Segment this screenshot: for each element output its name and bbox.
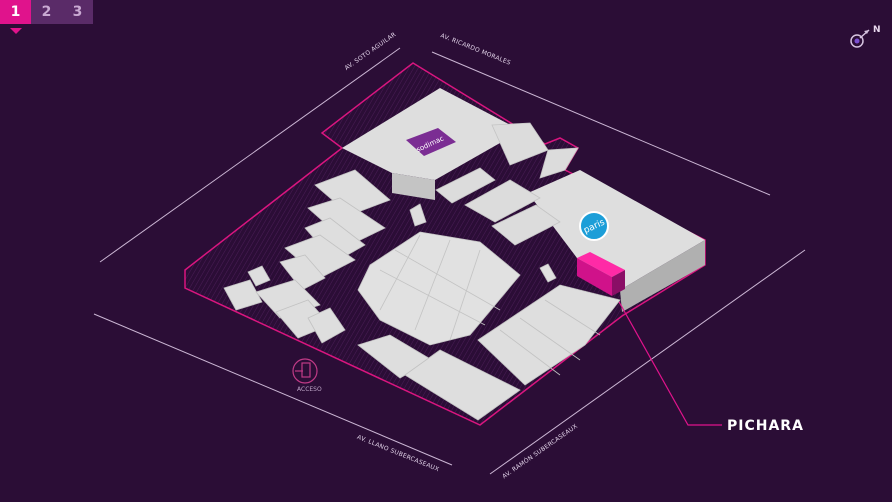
west-store-blocks	[223, 169, 427, 344]
compass-icon[interactable]	[846, 24, 886, 54]
sodimac-logo[interactable]: sodimac	[406, 128, 456, 156]
compass-north-label: N	[873, 25, 881, 35]
paris-logo[interactable]: paris	[579, 211, 609, 241]
floor-tab-2[interactable]: 2	[31, 0, 62, 24]
active-floor-marker	[10, 28, 22, 34]
pichara-callout-line	[617, 299, 722, 426]
access-icon[interactable]	[292, 358, 318, 384]
paris-building	[528, 170, 705, 312]
south-store-blocks	[357, 284, 621, 421]
floor-selector: 1 2 3	[0, 0, 93, 24]
access-label: ACCESO	[297, 386, 322, 393]
floor-tab-3[interactable]: 3	[62, 0, 93, 24]
east-store-blocks	[435, 122, 579, 246]
central-store-cluster	[357, 231, 557, 346]
floor-tab-1[interactable]: 1	[0, 0, 31, 24]
pichara-store-label[interactable]: PICHARA	[727, 418, 804, 434]
street-lines	[93, 47, 806, 475]
pichara-store[interactable]	[577, 252, 625, 296]
